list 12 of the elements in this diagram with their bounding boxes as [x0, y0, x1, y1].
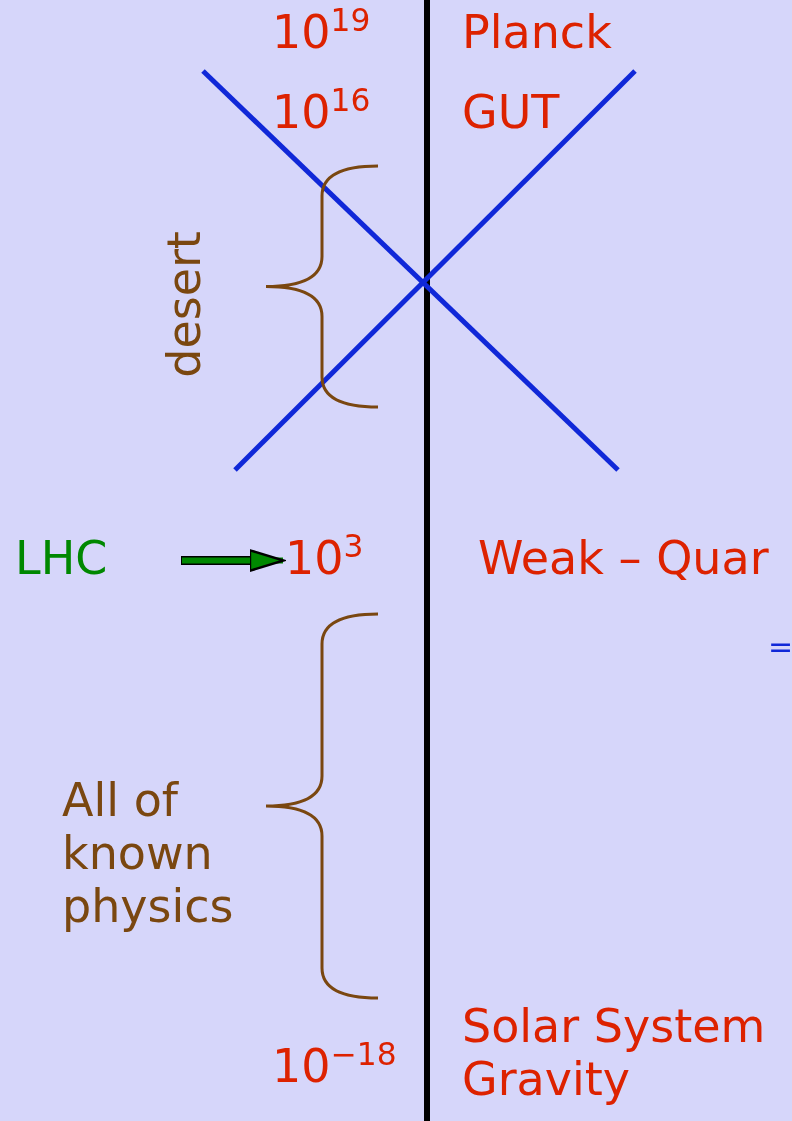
energy-scale-label: 10$^{3}$ [285, 532, 364, 585]
brace-label: desert [157, 231, 211, 378]
scale-label: Planck [462, 6, 612, 59]
scale-label: 10$^{19}$ [272, 6, 371, 59]
brace-label: All of known physics [62, 774, 235, 933]
scale-label: Solar System Gravity [462, 1000, 767, 1106]
scale-label: Weak – Quar [478, 532, 769, 585]
scale-label: = [768, 630, 792, 665]
energy-scale-label: LHC [15, 532, 108, 585]
scale-label: GUT [462, 86, 560, 139]
scale-label: 10$^{−18}$ [272, 1040, 397, 1093]
scale-label: 10$^{16}$ [272, 86, 371, 139]
